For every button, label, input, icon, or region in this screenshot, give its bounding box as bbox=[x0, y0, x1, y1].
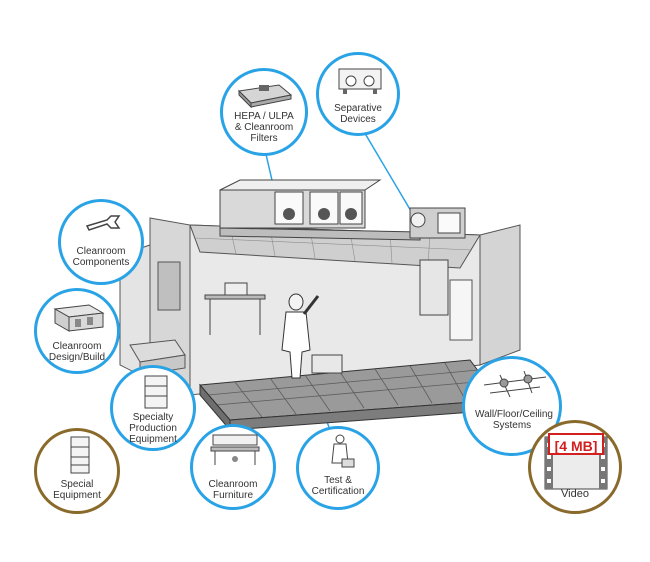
cleanroom-design-build-label: Cleanroom Design/Build bbox=[48, 341, 106, 363]
special-equipment-callout[interactable]: Special Equipment bbox=[34, 428, 120, 514]
video-label: Video bbox=[561, 488, 589, 500]
wall-floor-ceiling-label: Wall/Floor/Ceiling Systems bbox=[475, 409, 553, 431]
technician-icon bbox=[331, 434, 355, 468]
specialty-production-callout[interactable]: Specialty Production Equipment bbox=[110, 365, 196, 451]
hepa-filters-label: HEPA / ULPA & Cleanroom Filters bbox=[234, 111, 294, 144]
separative-devices-label: Separative Devices bbox=[334, 103, 382, 125]
special-equipment-label: Special Equipment bbox=[53, 479, 101, 501]
workbench-icon bbox=[210, 434, 260, 465]
cabinet-icon bbox=[144, 375, 168, 409]
cleanroom-build-icon bbox=[53, 304, 105, 332]
rack-icon bbox=[70, 436, 90, 474]
cleanroom-furniture-callout[interactable]: Cleanroom Furniture bbox=[190, 424, 276, 510]
hepa-filters-callout[interactable]: HEPA / ULPA & Cleanroom Filters bbox=[220, 68, 308, 156]
floor-grid-icon bbox=[483, 370, 547, 398]
cleanroom-components-callout[interactable]: Cleanroom Components bbox=[58, 199, 144, 285]
glovebox-icon bbox=[338, 68, 382, 94]
filter-icon bbox=[237, 84, 293, 109]
test-certification-callout[interactable]: Test & Certification bbox=[296, 426, 380, 510]
specialty-production-label: Specialty Production Equipment bbox=[129, 412, 177, 445]
cleanroom-components-label: Cleanroom Components bbox=[72, 246, 130, 268]
cleanroom-design-build-callout[interactable]: Cleanroom Design/Build bbox=[34, 288, 120, 374]
separative-devices-callout[interactable]: Separative Devices bbox=[316, 52, 400, 136]
test-certification-label: Test & Certification bbox=[311, 475, 365, 497]
wrench-icon bbox=[85, 215, 121, 231]
cleanroom-furniture-label: Cleanroom Furniture bbox=[208, 479, 258, 501]
video-size-badge[interactable]: [4 MB] bbox=[548, 433, 604, 455]
